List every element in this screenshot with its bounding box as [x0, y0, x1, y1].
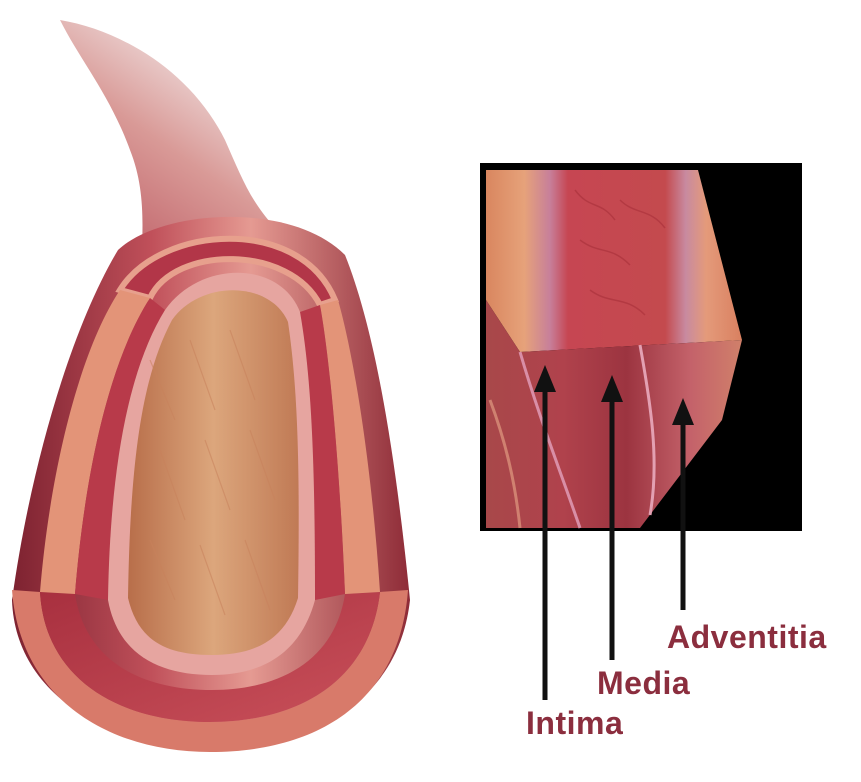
inset-top-surface — [486, 170, 742, 352]
inset-panel — [480, 163, 802, 531]
adventitia-label: Adventitia — [667, 621, 827, 653]
artery-illustration — [12, 20, 410, 752]
media-label: Media — [597, 667, 690, 699]
intima-label: Intima — [526, 707, 623, 739]
